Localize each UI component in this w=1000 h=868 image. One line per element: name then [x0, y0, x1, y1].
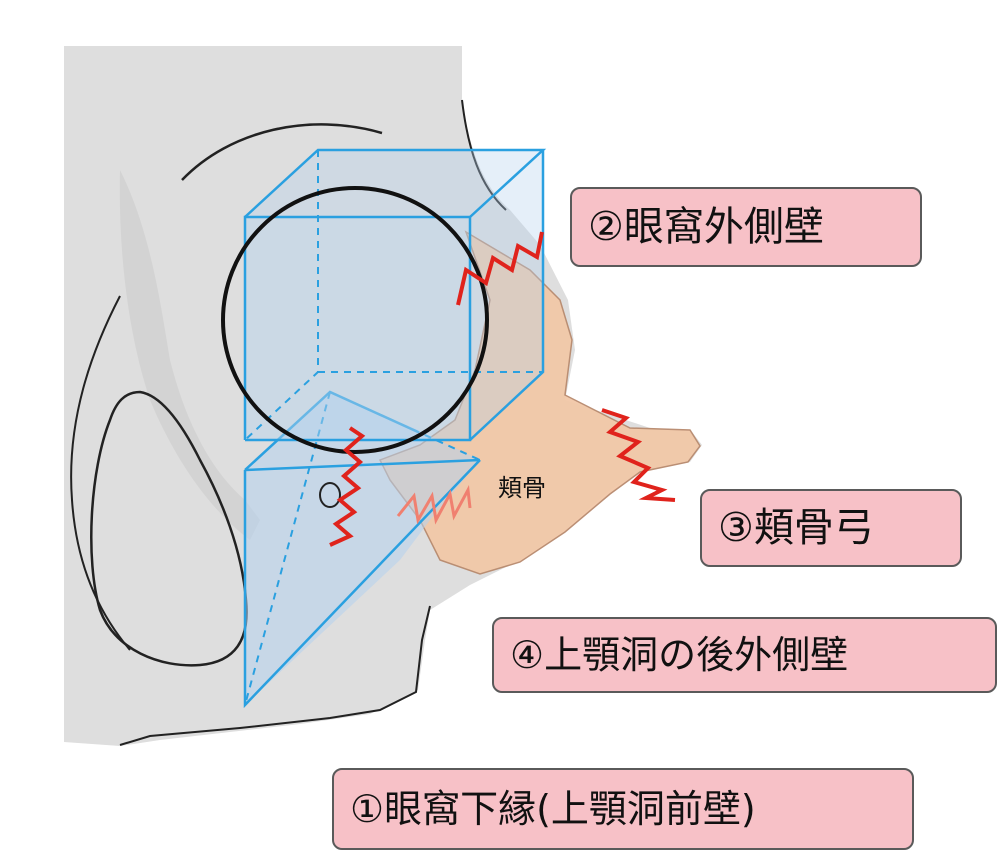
orbit-cube-top [245, 150, 543, 217]
callout-maxillary-sinus-wall-text: ④上顎洞の後外側壁 [510, 633, 849, 677]
callout-zygomatic-arch-text: ③頬骨弓 [718, 505, 874, 551]
orbit-circle [221, 186, 489, 454]
fracture-lines [329, 231, 676, 547]
skull-outline-right [461, 99, 507, 211]
skull-outline-left [70, 295, 131, 651]
orbit-cube-hidden-edges [244, 150, 543, 441]
zygoma-label: 頬骨 [498, 474, 546, 502]
callout-orbital-lateral-wall: ②眼窩外側壁 [570, 187, 922, 267]
brow-arc [181, 123, 383, 181]
callout-maxillary-sinus-wall: ④上顎洞の後外側壁 [492, 617, 997, 693]
fracture-line-arch [601, 408, 676, 502]
sinus-prism-edge-hidden-2 [329, 391, 481, 461]
orbit-cube-side [470, 150, 543, 440]
sinus-prism-edge-top-right [244, 458, 481, 472]
callout-infraorbital-rim-text: ①眼窩下縁(上顎洞前壁) [350, 787, 756, 831]
fracture-line-orbital-wall [456, 231, 544, 306]
orbit-cube-front [245, 217, 470, 440]
callout-infraorbital-rim: ①眼窩下縁(上顎洞前壁) [332, 768, 914, 850]
infraorbital-foramen [319, 482, 341, 508]
fracture-line-rim [329, 426, 366, 547]
callout-orbital-lateral-wall-text: ②眼窩外側壁 [588, 204, 824, 250]
callout-zygomatic-arch: ③頬骨弓 [700, 489, 962, 567]
sinus-prism-edge-front [243, 459, 481, 709]
sinus-prism-fill [245, 392, 480, 705]
skull-outline-bottom [119, 605, 431, 746]
fracture-line-sinus-wall [396, 485, 472, 525]
skull-silhouette [64, 46, 702, 746]
